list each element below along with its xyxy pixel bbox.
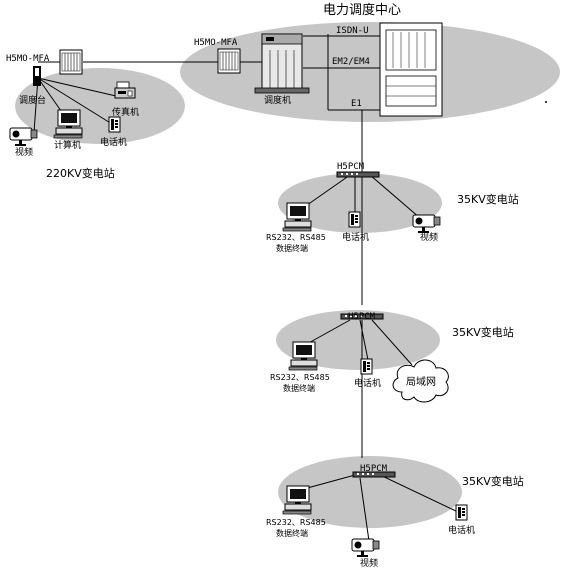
station-3-video-icon bbox=[351, 538, 380, 558]
station-1-terminal-icon bbox=[282, 202, 312, 232]
station-2-pcm-label: H5PCM bbox=[348, 312, 376, 322]
computer-label: 计算机 bbox=[54, 139, 81, 151]
center-mux-label: H5MO-MFA bbox=[194, 38, 238, 48]
lan-cloud-icon bbox=[392, 359, 449, 403]
station-1-terminal-label-1: RS232、RS485 bbox=[266, 233, 326, 242]
center-panel-icon bbox=[379, 22, 443, 117]
center-dot bbox=[545, 101, 547, 103]
dispatcher-server-icon bbox=[254, 33, 310, 94]
link-e1-label: E1 bbox=[351, 99, 362, 109]
station-35-3-ellipse bbox=[278, 456, 462, 528]
station-220-phone-icon bbox=[108, 116, 121, 133]
dispatcher-label: 调度机 bbox=[264, 94, 291, 106]
link-lines bbox=[33, 34, 459, 549]
station-220-phone-label: 电话机 bbox=[100, 136, 127, 148]
station-220-computer-icon bbox=[53, 109, 83, 139]
station-3-video-label: 视频 bbox=[360, 557, 378, 569]
station-3-phone-icon bbox=[455, 504, 468, 521]
station-35-1-ellipse bbox=[278, 173, 442, 233]
station-2-terminal-label-1: RS232、RS485 bbox=[270, 373, 330, 382]
station-1-video-label: 视频 bbox=[420, 231, 438, 243]
station-2-phone-icon bbox=[360, 358, 373, 375]
fax-label: 传真机 bbox=[112, 106, 139, 118]
station-1-name: 35KV变电站 bbox=[457, 192, 519, 206]
station-2-name: 35KV变电站 bbox=[452, 325, 514, 339]
station-3-pcm-label: H5PCM bbox=[360, 464, 388, 474]
station-1-terminal-label-2: 数据终端 bbox=[276, 243, 308, 253]
station-2-terminal-label-2: 数据终端 bbox=[283, 383, 315, 393]
station-1-pcm-icon bbox=[336, 171, 380, 178]
center-mux-rack-icon bbox=[217, 48, 241, 74]
station-2-phone-label: 电话机 bbox=[354, 377, 381, 389]
console-label: 调度台 bbox=[19, 94, 46, 106]
station-1-phone-label: 电话机 bbox=[342, 231, 369, 243]
station-1-pcm-label: H5PCM bbox=[337, 162, 365, 172]
station-220-video-label: 视频 bbox=[15, 146, 33, 158]
station-3-terminal-icon bbox=[282, 485, 312, 515]
station-1-phone-icon bbox=[348, 211, 361, 228]
station-2-terminal-icon bbox=[288, 341, 318, 371]
lan-label: 局域网 bbox=[406, 375, 436, 388]
station-220-video-icon bbox=[9, 127, 38, 147]
station-220-name: 220KV变电站 bbox=[46, 166, 115, 180]
station-3-terminal-label-1: RS232、RS485 bbox=[266, 518, 326, 527]
station-220-mux-rack-icon bbox=[59, 49, 83, 75]
diagram-title: 电力调度中心 bbox=[323, 2, 401, 18]
station-3-name: 35KV变电站 bbox=[462, 474, 524, 488]
station-35-2-ellipse bbox=[276, 310, 440, 370]
station-3-terminal-label-2: 数据终端 bbox=[276, 528, 308, 538]
link-em-label: EM2/EM4 bbox=[332, 57, 370, 67]
console-icon bbox=[33, 66, 41, 86]
station-3-phone-label: 电话机 bbox=[448, 524, 475, 536]
station-220-mux-label: H5MO-MFA bbox=[6, 54, 50, 64]
link-isdn-label: ISDN-U bbox=[336, 26, 369, 36]
station-1-video-icon bbox=[412, 214, 441, 234]
